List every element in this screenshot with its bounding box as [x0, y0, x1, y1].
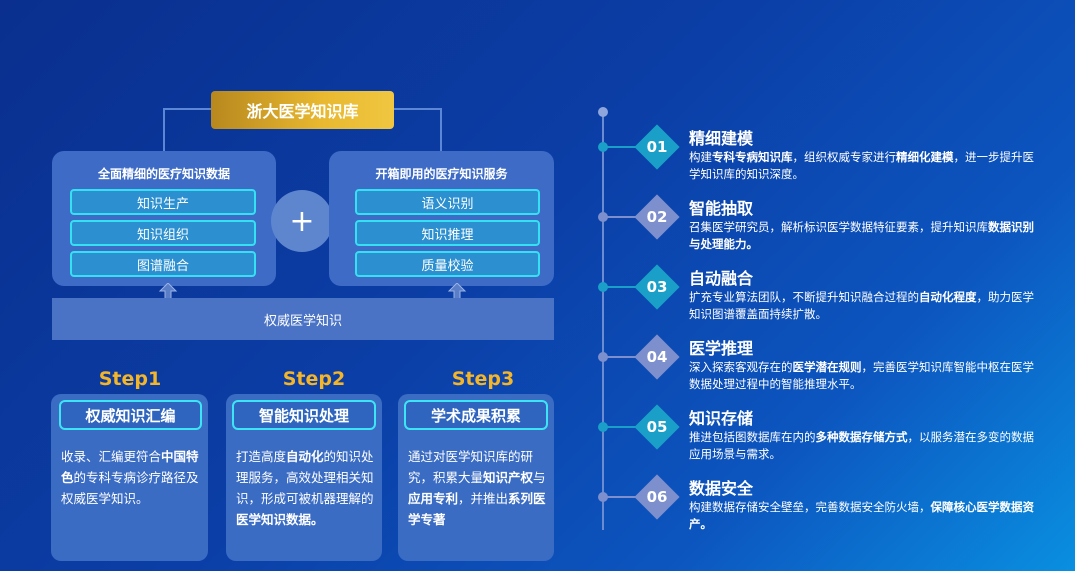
- knowledge-base-title: 浙大医学知识库: [211, 91, 394, 129]
- timeline-connector: [606, 286, 640, 288]
- item-title: 医学推理: [689, 339, 754, 358]
- connector-left: [163, 108, 213, 152]
- step1-title: 权威知识汇编: [59, 400, 202, 430]
- timeline-connector: [606, 496, 640, 498]
- authority-knowledge-bar: 权威医学知识: [52, 298, 554, 340]
- step3-label: Step3: [451, 368, 515, 390]
- step2-card: 智能知识处理 打造高度自动化的知识处理服务，高效处理相关知识，形成可被机器理解的…: [226, 394, 382, 561]
- timeline-connector: [606, 356, 640, 358]
- step2-title: 智能知识处理: [232, 400, 376, 430]
- step1-label: Step1: [98, 368, 162, 390]
- item-description: 构建专科专病知识库，组织权威专家进行精细化建模，进一步提升医学知识库的知识深度。: [689, 150, 1034, 181]
- item-title: 数据安全: [689, 479, 754, 498]
- item-title: 知识存储: [689, 409, 754, 428]
- service-panel: 开箱即用的医疗知识服务 语义识别 知识推理 质量校验: [329, 151, 554, 286]
- item-description: 扩充专业算法团队，不断提升知识融合过程的自动化程度，助力医学知识图谱覆盖面持续扩…: [689, 290, 1034, 321]
- pill-knowledge-production: 知识生产: [70, 189, 256, 215]
- timeline-dot: [598, 142, 608, 152]
- item-number: 02: [646, 208, 668, 226]
- plus-icon: +: [271, 190, 333, 252]
- pill-knowledge-reasoning: 知识推理: [355, 220, 540, 246]
- item-number: 04: [646, 348, 668, 366]
- item-description: 召集医学研究员，解析标识医学数据特征要素，提升知识库数据识别与处理能力。: [689, 220, 1034, 251]
- timeline-dot: [598, 492, 608, 502]
- timeline-top-dot: [598, 107, 608, 117]
- pill-knowledge-organization: 知识组织: [70, 220, 256, 246]
- item-description: 推进包括图数据库在内的多种数据存储方式，以服务潜在多变的数据应用场景与需求。: [689, 430, 1034, 461]
- item-title: 自动融合: [689, 269, 754, 288]
- timeline-dot: [598, 282, 608, 292]
- connector-right: [394, 108, 442, 152]
- step3-card: 学术成果积累 通过对医学知识库的研究，积累大量知识产权与应用专利，并推出系列医学…: [398, 394, 554, 561]
- item-description: 深入探索客观存在的医学潜在规则，完善医学知识库智能中枢在医学数据处理过程中的智能…: [689, 360, 1034, 391]
- pill-semantic-recognition: 语义识别: [355, 189, 540, 215]
- timeline-dot: [598, 212, 608, 222]
- timeline-dot: [598, 352, 608, 362]
- step2-description: 打造高度自动化的知识处理服务，高效处理相关知识，形成可被机器理解的医学知识数据。: [236, 449, 374, 527]
- step2-label: Step2: [282, 368, 346, 390]
- item-description: 构建数据存储安全壁垒，完善数据安全防火墙，保障核心医学数据资产。: [689, 500, 1034, 531]
- data-panel: 全面精细的医疗知识数据 知识生产 知识组织 图谱融合: [52, 151, 276, 286]
- timeline-connector: [606, 426, 640, 428]
- timeline-dot: [598, 422, 608, 432]
- item-number: 01: [646, 138, 668, 156]
- step1-card: 权威知识汇编 收录、汇编更符合中国特色的专科专病诊疗路径及权威医学知识。: [51, 394, 208, 561]
- data-panel-heading: 全面精细的医疗知识数据: [97, 167, 230, 181]
- item-number: 06: [646, 488, 668, 506]
- item-title: 智能抽取: [689, 199, 754, 218]
- item-title: 精细建模: [689, 129, 754, 148]
- step3-description: 通过对医学知识库的研究，积累大量知识产权与应用专利，并推出系列医学专著: [408, 449, 546, 527]
- step3-title: 学术成果积累: [404, 400, 548, 430]
- item-number: 03: [646, 278, 668, 296]
- step1-description: 收录、汇编更符合中国特色的专科专病诊疗路径及权威医学知识。: [61, 449, 199, 506]
- timeline-connector: [606, 216, 640, 218]
- pill-graph-fusion: 图谱融合: [70, 251, 256, 277]
- service-panel-heading: 开箱即用的医疗知识服务: [375, 167, 508, 181]
- timeline-axis: [602, 113, 604, 530]
- item-number: 05: [646, 418, 668, 436]
- pill-quality-check: 质量校验: [355, 251, 540, 277]
- timeline-connector: [606, 146, 640, 148]
